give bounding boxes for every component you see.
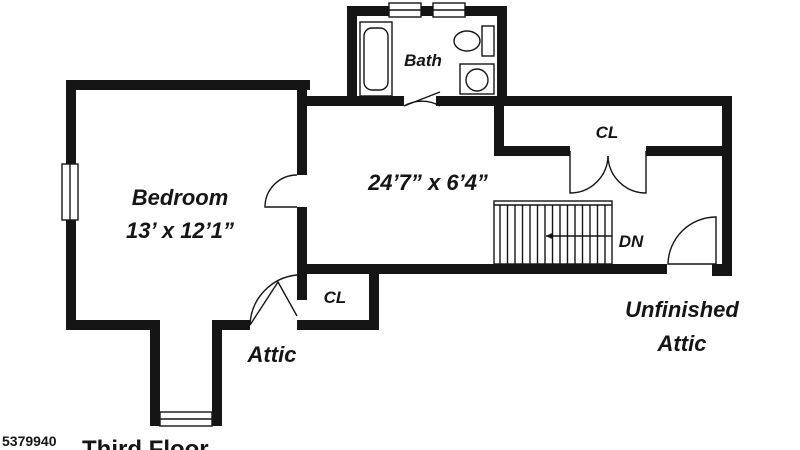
bathtub (359, 21, 393, 97)
closet-lower-label: CL (324, 288, 347, 307)
bedroom-window (61, 163, 79, 221)
bedroom-walls (66, 80, 310, 426)
stairs-down-label: DN (619, 232, 644, 251)
floor-label: Third Floor (82, 436, 209, 450)
bath-door (403, 91, 441, 107)
bedroom-name: Bedroom (132, 185, 229, 210)
closet-lower-walls (249, 264, 379, 330)
unfinished-attic-line2: Attic (657, 331, 707, 356)
hall-dimensions: 24’7” x 6’4” (367, 170, 488, 195)
attic-door (667, 216, 717, 265)
bay-window (159, 411, 213, 427)
bath-name: Bath (404, 51, 442, 70)
sink (459, 63, 495, 95)
toilet (453, 25, 495, 57)
closet-upper-label: CL (596, 123, 619, 142)
bath-walls (347, 2, 507, 106)
bedroom-dimensions: 13’ x 12’1” (126, 218, 234, 243)
hall-walls (297, 96, 732, 276)
closet-upper-walls (494, 96, 732, 194)
listing-id: 5379940 (2, 433, 57, 449)
bedroom-door (264, 174, 298, 208)
attic-label: Attic (247, 342, 297, 367)
staircase (493, 200, 613, 265)
unfinished-attic-line1: Unfinished (625, 297, 739, 322)
